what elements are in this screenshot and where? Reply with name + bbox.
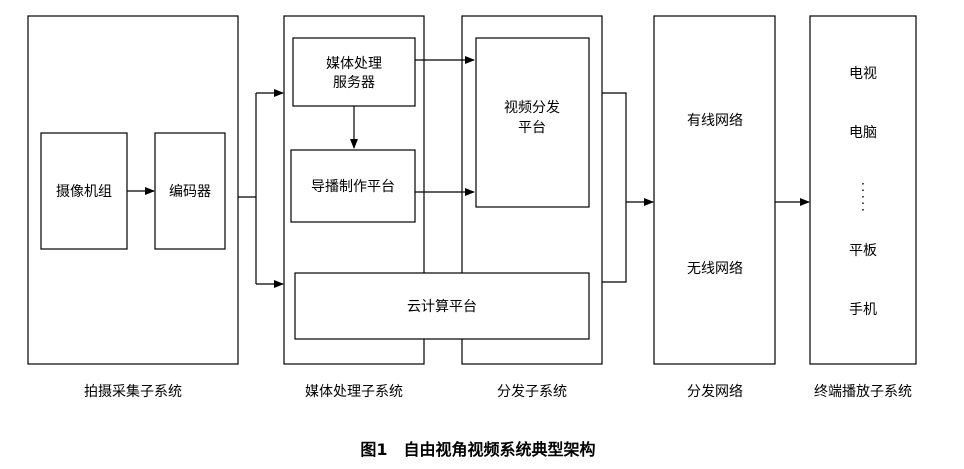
media-subsystem-label: 媒体处理子系统 xyxy=(305,384,403,400)
terminal-device-phone: 手机 xyxy=(849,302,877,318)
camera-group-box xyxy=(40,132,128,250)
video-distribution-platform-box xyxy=(475,37,590,208)
media-server-box xyxy=(292,37,416,107)
wired-network-label: 有线网络 xyxy=(687,113,743,129)
media-server-label-line1: 媒体处理 xyxy=(326,56,382,72)
director-platform-box xyxy=(290,149,416,223)
encoder-box xyxy=(154,132,226,250)
distribution-subsystem-label: 分发子系统 xyxy=(497,384,567,400)
connector-capture-trunk-up xyxy=(238,93,257,198)
terminal-device-tablet: 平板 xyxy=(849,243,877,259)
figure-caption: 图1 自由视角视频系统典型架构 xyxy=(360,440,595,459)
media-server-label-line2: 服务器 xyxy=(333,75,375,91)
encoder-label: 编码器 xyxy=(169,184,211,200)
terminal-subsystem-label: 终端播放子系统 xyxy=(814,384,912,400)
distribution-network-label: 分发网络 xyxy=(687,384,743,400)
capture-subsystem-label: 拍摄采集子系统 xyxy=(84,383,182,400)
video-distribution-label-line2: 平台 xyxy=(518,120,546,136)
cloud-computing-platform-box xyxy=(294,272,590,340)
video-distribution-label-line1: 视频分发 xyxy=(504,100,560,116)
terminal-device-computer: 电脑 xyxy=(849,125,877,141)
camera-group-label: 摄像机组 xyxy=(56,184,112,200)
connector-distribution-bracket xyxy=(602,92,627,283)
director-platform-label: 导播制作平台 xyxy=(311,179,395,195)
cloud-computing-platform-label: 云计算平台 xyxy=(407,299,477,315)
wireless-network-label: 无线网络 xyxy=(687,261,743,277)
distribution-network-box xyxy=(653,15,776,365)
terminal-device-tv: 电视 xyxy=(849,66,877,82)
